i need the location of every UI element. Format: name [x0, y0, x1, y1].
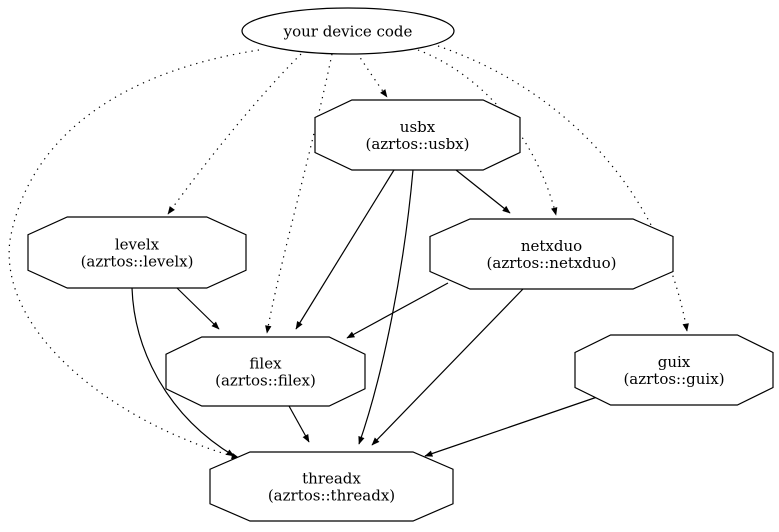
node-label-levelx-line1: levelx — [115, 236, 160, 254]
usbx-octagon-shape — [314, 99, 521, 171]
node-label-filex-line1: filex — [249, 355, 282, 373]
node-label-threadx-line2: (azrtos::threadx) — [268, 487, 395, 505]
node-label-netxduo-line1: netxduo — [521, 237, 582, 255]
levelx-octagon-shape — [27, 216, 247, 289]
node-device: your device code — [241, 7, 455, 55]
node-label-levelx-line2: (azrtos::levelx) — [81, 253, 194, 271]
edge-device-usbx — [356, 52, 388, 98]
node-usbx: usbx(azrtos::usbx) — [314, 99, 521, 171]
edge-guix-threadx — [424, 394, 604, 457]
node-label-usbx-line2: (azrtos::usbx) — [365, 135, 469, 153]
node-label-guix-line2: (azrtos::guix) — [623, 370, 724, 388]
edge-usbx-filex — [295, 169, 395, 330]
node-label-usbx-line1: usbx — [400, 118, 436, 136]
node-label-netxduo-line2: (azrtos::netxduo) — [487, 254, 617, 272]
device-ellipse-shape — [241, 7, 455, 55]
edge-usbx-netxduo — [455, 169, 511, 214]
node-levelx: levelx(azrtos::levelx) — [27, 216, 247, 289]
filex-octagon-shape — [165, 336, 366, 407]
edge-device-netxduo — [417, 49, 558, 216]
edge-netxduo-filex — [346, 282, 449, 339]
node-filex: filex(azrtos::filex) — [165, 336, 366, 407]
edge-netxduo-threadx — [371, 288, 524, 446]
netxduo-octagon-shape — [429, 218, 674, 290]
node-label-device-line1: your device code — [283, 23, 413, 41]
guix-octagon-shape — [574, 334, 774, 406]
node-guix: guix(azrtos::guix) — [574, 334, 774, 406]
node-label-guix-line1: guix — [658, 353, 691, 371]
edge-usbx-threadx — [358, 169, 414, 445]
node-label-filex-line2: (azrtos::filex) — [215, 372, 316, 390]
edge-device-filex — [265, 53, 333, 334]
threadx-octagon-shape — [209, 451, 454, 522]
node-threadx: threadx(azrtos::threadx) — [209, 451, 454, 522]
node-label-threadx-line1: threadx — [302, 470, 361, 488]
edge-levelx-threadx — [131, 287, 235, 457]
edge-device-levelx — [167, 53, 302, 215]
edge-filex-threadx — [288, 405, 310, 443]
edge-device-guix — [437, 45, 689, 332]
node-netxduo: netxduo(azrtos::netxduo) — [429, 218, 674, 290]
edge-levelx-filex — [176, 287, 220, 330]
